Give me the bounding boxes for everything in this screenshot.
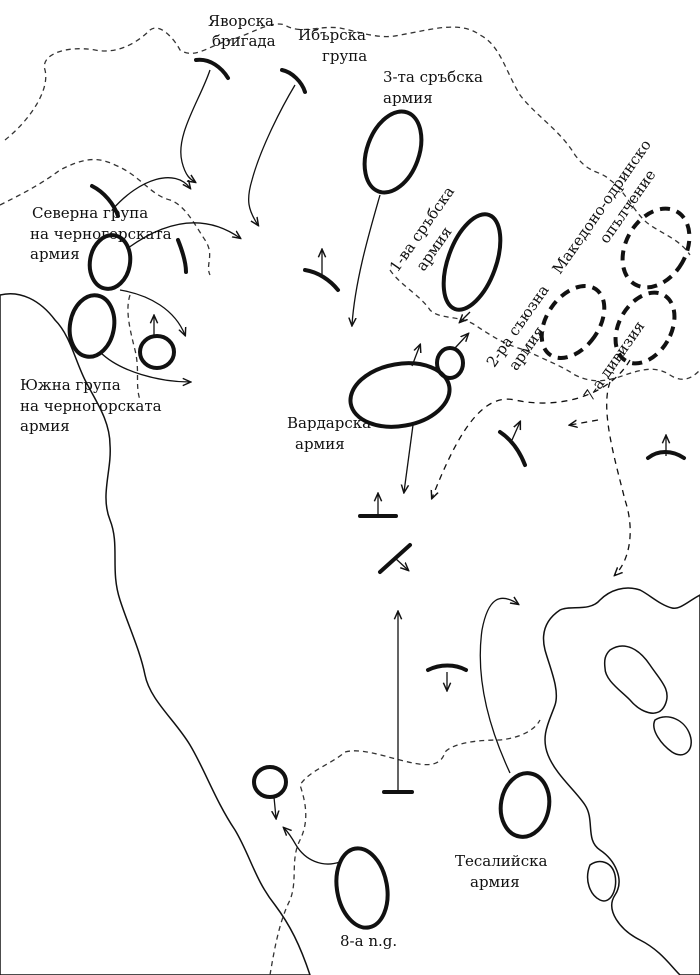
unit-vardar-small	[435, 346, 465, 380]
arrow-ng8	[284, 828, 341, 865]
arrow-center-3	[394, 557, 408, 570]
peninsula-chalkidiki	[603, 645, 668, 714]
unit-south-mne	[67, 293, 117, 359]
arrow-div7-3	[570, 419, 599, 425]
arrow-serb1	[460, 311, 471, 322]
sea-east	[542, 587, 700, 975]
arrow-south-mne	[99, 351, 190, 382]
arrow-east-1	[511, 422, 520, 441]
label-thessaly: Тесалийска армия	[455, 852, 552, 891]
unit-makedono	[620, 206, 692, 290]
label-vardar: Вардарска армия	[287, 414, 376, 453]
arrow-ng8-small	[274, 796, 276, 818]
label-div7: 7-а дивизия	[580, 318, 648, 405]
unit-vardar	[348, 361, 452, 429]
border-macedonia	[389, 269, 700, 382]
unit-div7	[613, 290, 677, 366]
unit-thessaly	[498, 771, 552, 839]
label-serb3: 3-та сръбска армия	[383, 68, 488, 107]
unit-serb1	[441, 212, 503, 312]
label-makedono: Македоно-одринско опълчение	[549, 132, 675, 289]
label-south-montenegro: Южна група на черногорската армия	[20, 376, 166, 435]
arrow-yavorska	[180, 69, 211, 182]
sea-west	[0, 293, 311, 975]
border-montenegro-south	[127, 294, 141, 401]
peninsula-east	[653, 716, 692, 756]
front-center-1	[303, 268, 340, 292]
label-north-montenegro: Северна група на черногорската армия	[30, 204, 176, 263]
arrow-thessaly	[479, 598, 518, 774]
unit-small-mne	[138, 334, 176, 370]
unit-allied2	[539, 283, 607, 361]
arrow-vardar-up	[411, 345, 420, 367]
border-montenegro	[0, 158, 211, 276]
label-ng8: 8-а n.g.	[340, 932, 397, 950]
arrow-north-2	[127, 222, 240, 249]
front-south-1	[426, 663, 468, 672]
front-east-2	[646, 450, 686, 460]
arrow-vardar-small	[454, 334, 468, 349]
border-greece	[269, 719, 541, 975]
arrow-north-1	[111, 177, 190, 211]
front-yavorska	[194, 57, 230, 80]
front-north-2	[176, 238, 188, 274]
unit-serb3	[362, 109, 424, 195]
front-north-1	[90, 184, 120, 218]
front-east-1	[498, 430, 527, 467]
arrow-vardar-down	[404, 424, 414, 492]
label-serb1: 1-ва сръбска армия	[386, 179, 478, 287]
arrow-serb3	[352, 194, 381, 325]
arrow-div7-2	[606, 381, 631, 575]
label-yavorska: Яворска бригада	[208, 12, 279, 50]
front-ibarska	[280, 68, 307, 94]
unit-north-mne	[87, 233, 133, 291]
unit-ng8-small	[252, 765, 288, 799]
arrow-north-3	[119, 289, 185, 335]
border-north	[4, 23, 611, 181]
label-ibarska: Ибърска група	[298, 26, 371, 65]
arrow-div7	[432, 359, 631, 498]
arrow-ibarska	[247, 84, 296, 225]
unit-ng8	[334, 846, 390, 930]
peninsula-south	[586, 860, 617, 902]
